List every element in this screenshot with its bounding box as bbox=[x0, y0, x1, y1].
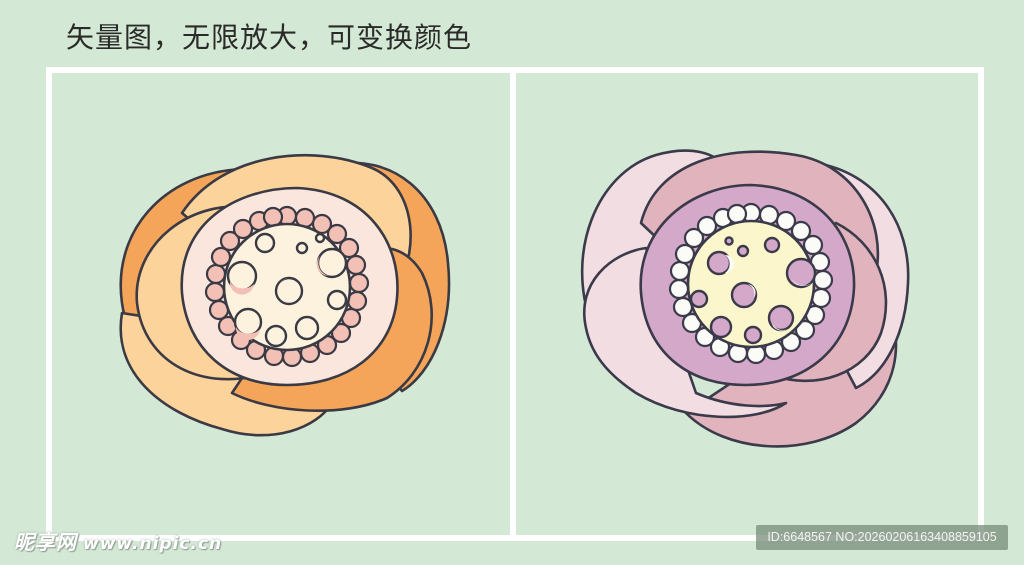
image-id-badge: ID:6648567 NO:20260206163408859105 bbox=[756, 525, 1008, 550]
frame-divider bbox=[510, 67, 516, 541]
watermark-brand: 昵享网 bbox=[14, 530, 77, 554]
panel-orange-flower bbox=[52, 73, 510, 529]
watermark-url: www.nipic.cn bbox=[83, 534, 223, 554]
site-watermark: 昵享网 www.nipic.cn bbox=[14, 526, 222, 555]
orange-flower-illustration bbox=[119, 153, 451, 437]
page-title: 矢量图，无限放大，可变换颜色 bbox=[66, 21, 473, 54]
panel-pink-flower bbox=[516, 73, 974, 529]
pink-flower-illustration bbox=[580, 149, 910, 448]
